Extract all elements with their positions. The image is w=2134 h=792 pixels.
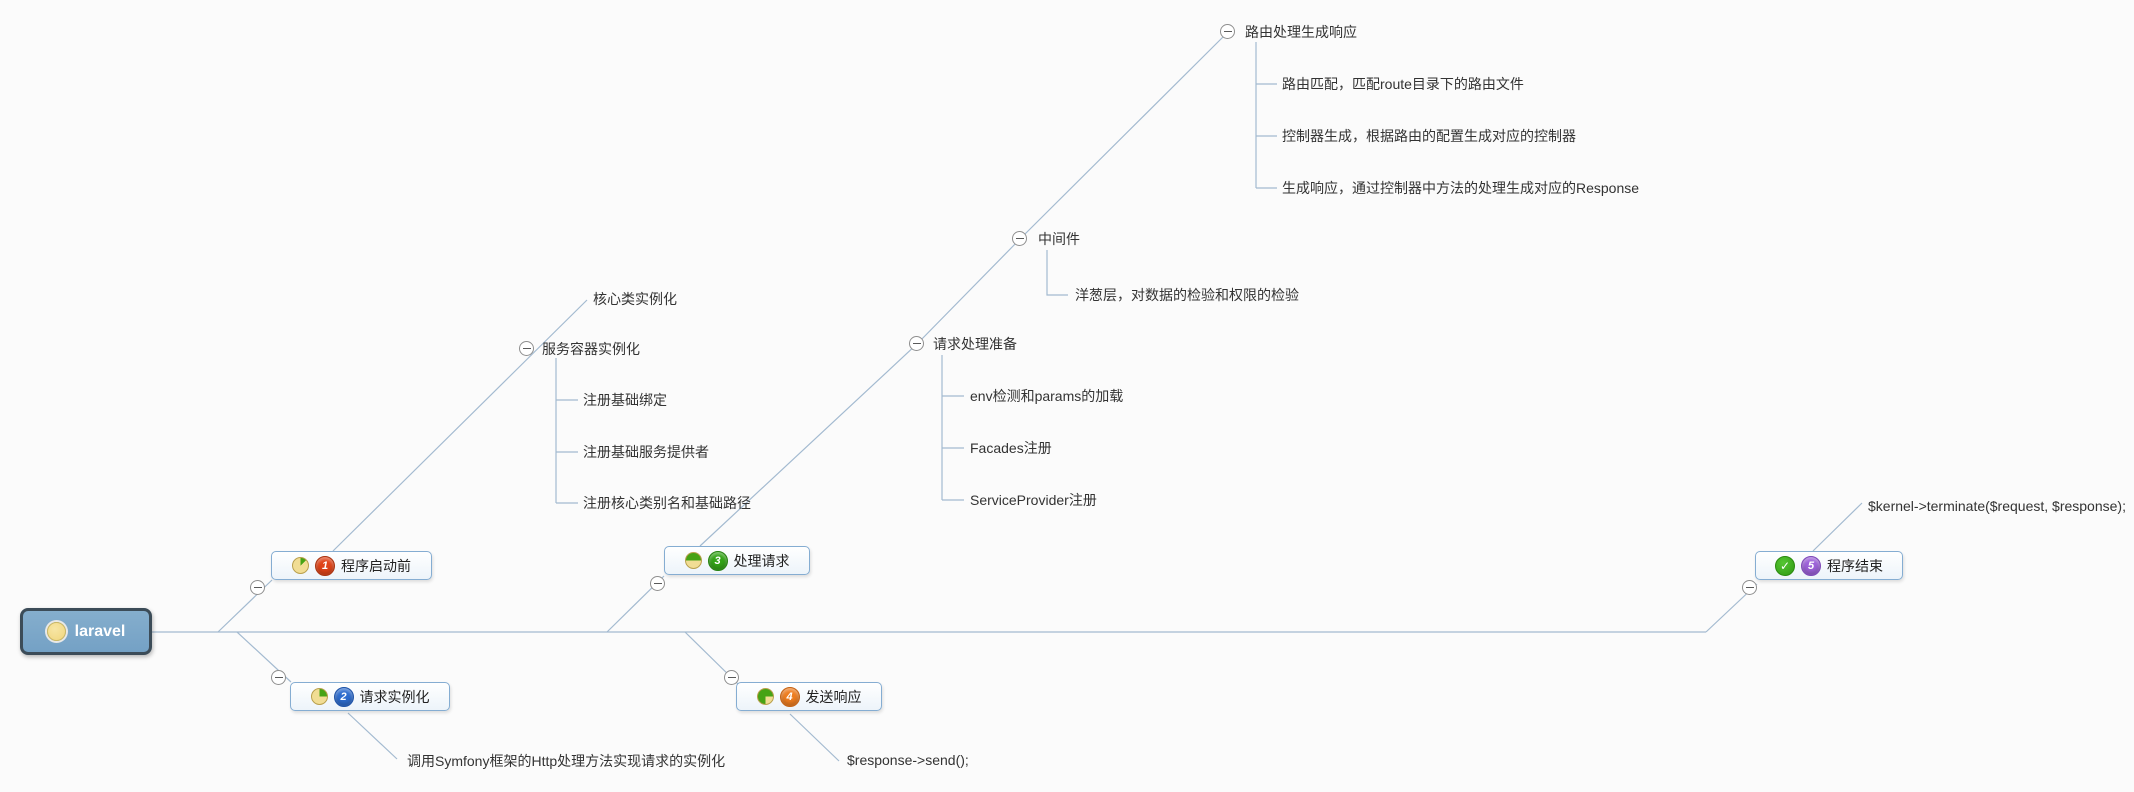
minus-icon xyxy=(912,343,921,344)
subtopic-kernel-terminate[interactable]: $kernel->terminate($request, $response); xyxy=(1868,498,2126,514)
priority-1-icon: 1 xyxy=(315,555,335,576)
collapse-toggle-middleware[interactable] xyxy=(1012,231,1027,246)
minus-icon xyxy=(253,587,262,588)
task-done-check-icon: ✓ xyxy=(1775,555,1795,576)
minus-icon xyxy=(653,583,662,584)
task-progress-1-4-icon xyxy=(310,688,328,705)
topic-program-end[interactable]: ✓ 5 程序结束 xyxy=(1755,551,1903,580)
subtopic-core-class[interactable]: 核心类实例化 xyxy=(593,291,677,307)
connector-before-boot-children xyxy=(332,299,588,552)
subtopic-middleware[interactable]: 中间件 xyxy=(1038,231,1080,247)
subtopic-service-container[interactable]: 服务容器实例化 xyxy=(542,341,640,357)
connector-handle-request-children xyxy=(699,31,1229,547)
subtopic-request-prepare[interactable]: 请求处理准备 xyxy=(933,336,1017,352)
collapse-toggle-request-instantiation[interactable] xyxy=(271,670,286,685)
task-progress-1-8-icon xyxy=(292,557,309,574)
topic-send-response-label: 发送响应 xyxy=(805,688,862,705)
collapse-toggle-before-boot[interactable] xyxy=(250,580,265,595)
subtopic-register-core-aliases[interactable]: 注册核心类别名和基础路径 xyxy=(583,495,751,511)
subtopic-env-params[interactable]: env检测和params的加载 xyxy=(970,388,1124,404)
minus-icon xyxy=(1015,238,1024,239)
priority-4-icon: 4 xyxy=(779,686,800,707)
subtopic-response-send[interactable]: $response->send(); xyxy=(847,752,969,768)
connector-symfony-http xyxy=(347,712,398,760)
subtopic-register-base-bindings[interactable]: 注册基础绑定 xyxy=(583,392,667,408)
topic-handle-request[interactable]: 3 处理请求 xyxy=(664,546,810,575)
minus-icon xyxy=(522,348,531,349)
topic-before-boot-label: 程序启动前 xyxy=(341,557,411,574)
connector-response-send xyxy=(789,713,840,762)
minus-icon xyxy=(1223,31,1232,32)
minus-icon xyxy=(274,677,283,678)
topic-program-end-label: 程序结束 xyxy=(1827,557,1883,574)
subtopic-service-provider[interactable]: ServiceProvider注册 xyxy=(970,492,1097,508)
collapse-toggle-program-end[interactable] xyxy=(1742,580,1757,595)
topic-send-response[interactable]: 4 发送响应 xyxy=(736,682,882,711)
connector-onion xyxy=(1046,250,1068,296)
subtopic-symfony-http[interactable]: 调用Symfony框架的Http处理方法实现请求的实例化 xyxy=(407,753,726,769)
task-progress-3-4-icon xyxy=(756,688,774,705)
subtopic-route-response[interactable]: 路由处理生成响应 xyxy=(1245,24,1357,40)
collapse-toggle-handle-request[interactable] xyxy=(650,576,665,591)
subtopic-facades[interactable]: Facades注册 xyxy=(970,440,1052,456)
yellow-marker-icon xyxy=(46,622,66,641)
priority-3-icon: 3 xyxy=(707,550,728,571)
topic-request-instantiation-label: 请求实例化 xyxy=(359,688,430,705)
minus-icon xyxy=(727,677,736,678)
topic-before-boot[interactable]: 1 程序启动前 xyxy=(271,551,432,580)
subtopic-register-base-providers[interactable]: 注册基础服务提供者 xyxy=(583,444,709,460)
collapse-toggle-request-prepare[interactable] xyxy=(909,336,924,351)
topic-request-instantiation[interactable]: 2 请求实例化 xyxy=(290,682,450,711)
priority-2-icon: 2 xyxy=(333,686,354,707)
priority-5-icon: 5 xyxy=(1801,555,1821,576)
collapse-toggle-send-response[interactable] xyxy=(724,670,739,685)
collapse-toggle-service-container[interactable] xyxy=(519,341,534,356)
root-topic-label: laravel xyxy=(74,622,126,640)
subtopic-route-match[interactable]: 路由匹配，匹配route目录下的路由文件 xyxy=(1282,76,1524,92)
task-progress-1-2-icon xyxy=(684,552,702,569)
subtopic-response-gen[interactable]: 生成响应，通过控制器中方法的处理生成对应的Response xyxy=(1282,180,1640,196)
collapse-toggle-route-response[interactable] xyxy=(1220,24,1235,39)
root-topic-laravel[interactable]: laravel xyxy=(20,608,152,655)
topic-handle-request-label: 处理请求 xyxy=(733,552,790,569)
subtopic-onion[interactable]: 洋葱层，对数据的检验和权限的检验 xyxy=(1075,287,1299,303)
minus-icon xyxy=(1745,587,1754,588)
subtopic-controller-gen[interactable]: 控制器生成，根据路由的配置生成对应的控制器 xyxy=(1282,128,1576,144)
connector-kernel-terminate xyxy=(1812,502,1863,552)
